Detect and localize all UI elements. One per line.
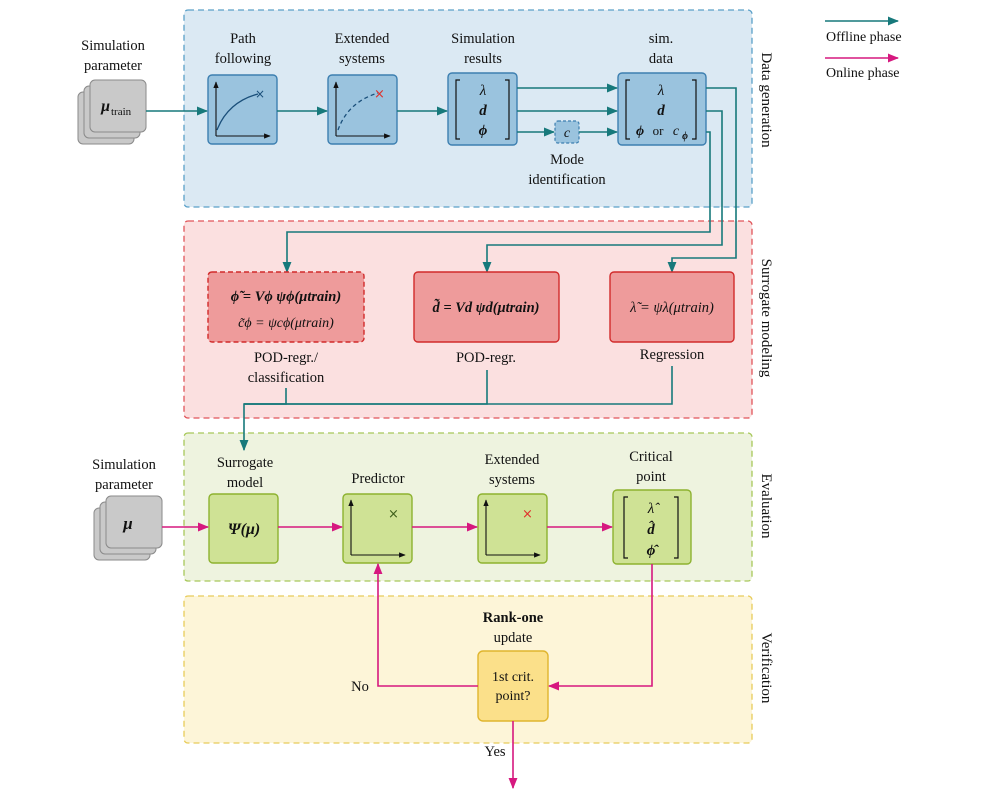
phi-regression-formula: ϕ̃ = Vϕ ψϕ(μtrain) [231,289,341,305]
data-generation-label: Data generation [758,52,774,148]
rank-one-label-2: update [494,630,533,646]
eval-extended-label-2: systems [489,472,535,488]
train-parameter-stack: μ train [77,79,147,145]
path-following-label-2: following [215,51,271,67]
extended-systems-label-2: systems [339,51,385,67]
sim-data-lambda: λ [657,83,665,99]
lambda-regression-formula: λ̃ = ψλ(μtrain) [629,300,714,316]
extended-point-red-cross-icon: × [374,87,385,102]
critical-check-question-2: point? [496,689,531,704]
surrogate-model-label-1: Surrogate [217,455,273,471]
eval-parameter-symbol: μ [122,514,132,533]
sim-data-d: d [657,103,665,119]
train-parameter-label-2: parameter [84,58,142,74]
arrow-check-no-to-predictor [373,562,478,687]
critical-check-box: 1st crit. point? [477,650,549,722]
critical-point-box: λ̂ d̂ ϕ̂ [612,489,692,565]
extended-systems-label-1: Extended [335,31,391,47]
verification-panel [183,595,753,744]
no-label: No [351,679,369,695]
evaluation-panel [183,432,753,582]
arrow-critical-to-check [547,564,653,691]
train-parameter-label-1: Simulation [81,38,145,54]
sim-results-d: d [479,103,487,119]
sim-data-or: or [653,123,665,138]
evaluation-label: Evaluation [758,474,774,539]
critical-d: d̂ [647,520,655,538]
pod-classification-label-2: classification [248,370,325,386]
critical-check-question-1: 1st crit. [492,670,534,685]
d-regression-box: d̃ = Vd ψd(μtrain) [413,271,560,343]
surrogate-model-expr: Ψ(μ) [228,521,260,538]
offline-legend-label: Offline phase [826,30,902,45]
surrogate-model-label-2: model [227,475,263,491]
predictor-cross-icon: × [388,507,399,522]
arrow-data-to-phi-regression [282,131,711,274]
rank-one-label-1: Rank-one [483,610,544,626]
critical-point-label-2: point [636,469,666,485]
predictor-label: Predictor [351,471,404,487]
sim-data-box: λ d ϕ or c ϕ [617,72,707,146]
simulation-results-box: λ d ϕ [447,72,518,146]
pod-classification-label-1: POD-regr./ [254,350,319,366]
mode-identification-box: c [554,120,580,144]
sim-data-label-2: data [649,51,674,67]
train-parameter-subscript: train [111,106,132,118]
c-classification-formula: c̃ϕ = ψcϕ(μtrain) [238,316,334,331]
d-regression-formula: d̃ = Vd ψd(μtrain) [433,298,540,316]
critical-point-label-1: Critical [629,449,673,465]
arrow-data-to-lambda-regression [667,87,737,274]
pod-regression-label: POD-regr. [456,350,516,366]
predictor-box: × [342,493,413,564]
verification-label: Verification [758,633,774,704]
extended-systems-box: × [327,74,398,145]
regression-label: Regression [640,347,705,363]
mode-c-symbol: c [564,126,571,141]
eval-parameter-stack: μ [93,495,163,561]
path-following-box: × [207,74,278,145]
eval-extended-label-1: Extended [485,452,541,468]
sim-data-phi: ϕ [636,124,644,139]
surrogate-model-box: Ψ(μ) [208,493,279,564]
sim-data-c-sub: ϕ [682,131,688,142]
eval-parameter-label-1: Simulation [92,457,156,473]
sim-data-c: c [673,124,680,139]
sim-data-label-1: sim. [649,31,674,47]
eval-parameter-label-2: parameter [95,477,153,493]
path-following-label-1: Path [230,31,257,47]
eval-extended-box: × [477,493,548,564]
sim-results-phi: ϕ [479,123,488,139]
surrogate-modeling-label: Surrogate modeling [758,259,774,378]
simulation-results-label-1: Simulation [451,31,515,47]
online-legend-label: Online phase [826,66,899,81]
lambda-regression-box: λ̃ = ψλ(μtrain) [609,271,735,343]
arrow-lambda-to-surrogate [239,366,673,452]
mode-identification-label-2: identification [528,172,606,188]
simulation-results-label-2: results [464,51,502,67]
path-endpoint-cross-icon: × [255,87,265,101]
yes-label: Yes [484,744,505,760]
arrow-data-to-d-regression [482,110,723,274]
sim-results-lambda: λ [479,83,487,99]
phi-regression-box: ϕ̃ = Vϕ ψϕ(μtrain) c̃ϕ = ψcϕ(μtrain) [207,271,365,343]
mode-identification-label-1: Mode [550,152,584,168]
train-parameter-symbol: μ [100,98,110,115]
eval-extended-red-cross-icon: × [522,507,533,522]
